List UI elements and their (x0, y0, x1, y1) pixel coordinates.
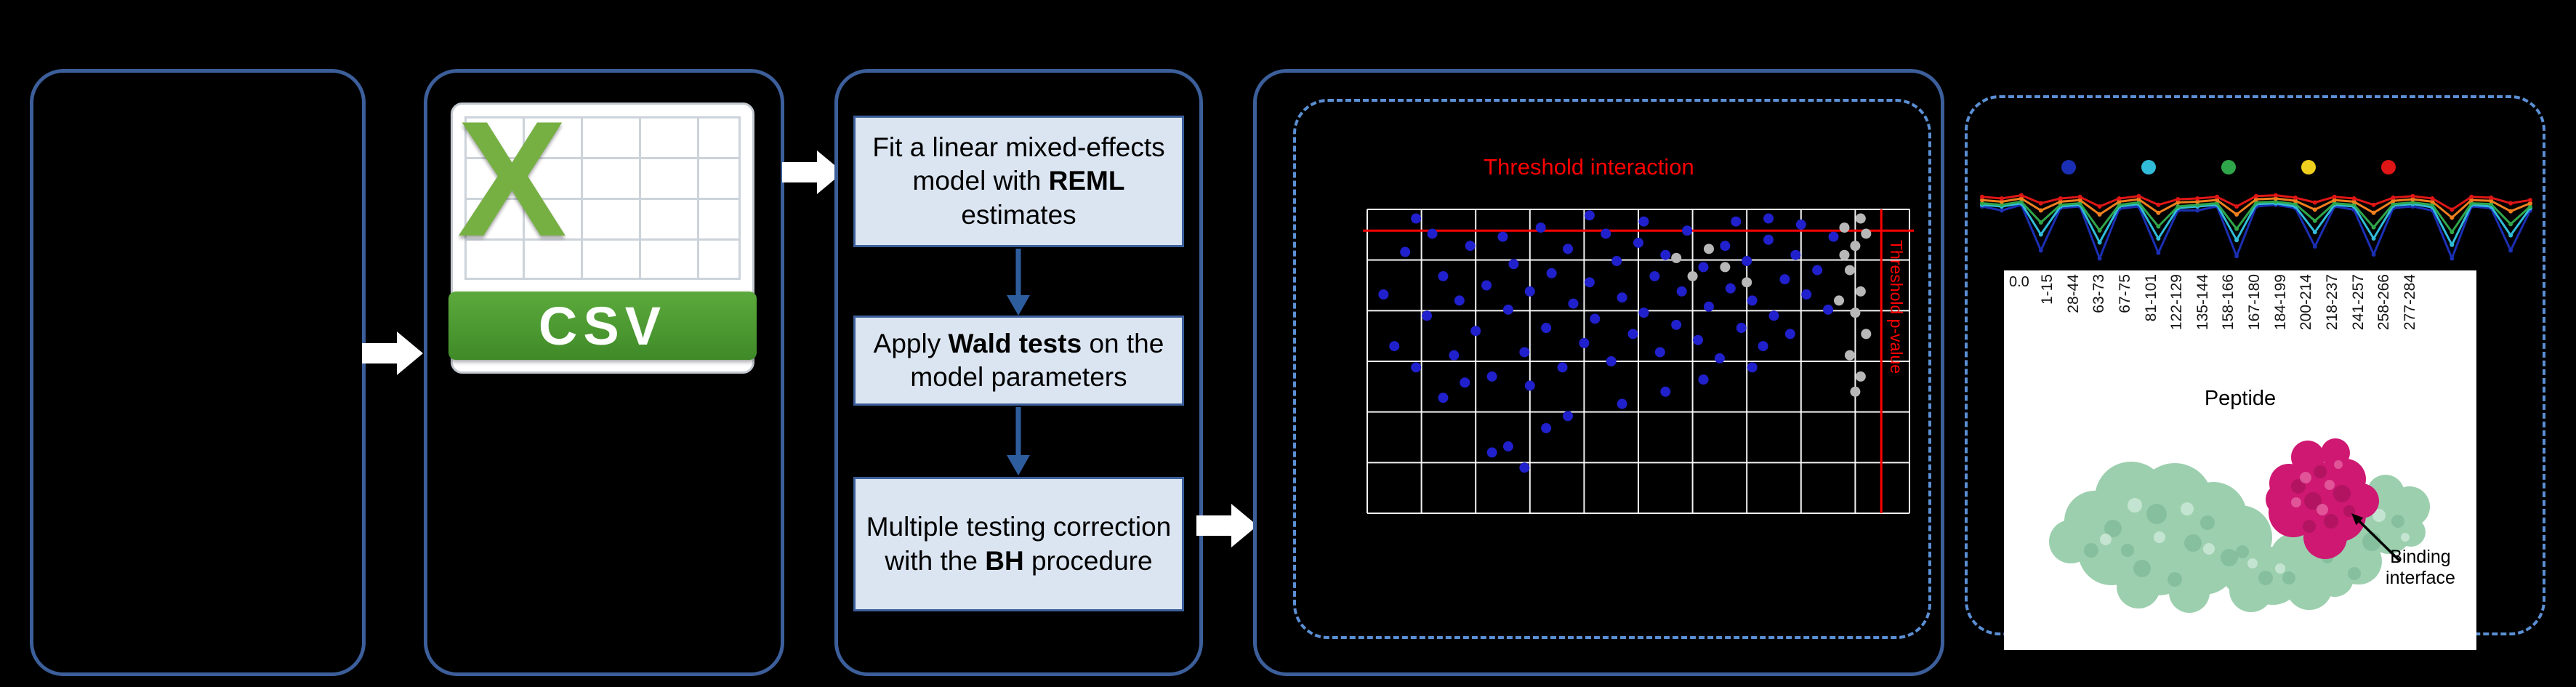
panel-input (30, 69, 366, 676)
threshold-interaction-label: Threshold interaction (1484, 154, 1694, 180)
peptide-tick-label: 241-257 (2349, 274, 2367, 331)
protein-structure-graphic (2049, 438, 2430, 613)
step-wald-tests-text: Apply Wald tests on the model parameters (873, 328, 1164, 392)
threshold-pvalue-label: Threshold p-value (1887, 240, 1906, 374)
x-axis-title: Peptide (2204, 387, 2277, 410)
peptide-tick-label: 277-284 (2401, 274, 2418, 331)
state-dot (2381, 160, 2396, 174)
down-arrow-icon (1007, 249, 1030, 316)
peptide-tick-label: 184-199 (2271, 274, 2289, 331)
state-dot (2221, 160, 2236, 174)
peptide-tick-label: 158-166 (2220, 274, 2237, 331)
step-fit-model: Fit a linear mixed-effects model with RE… (853, 116, 1184, 247)
csv-banner-label: CSV (538, 295, 667, 356)
flow-arrow-icon (362, 332, 423, 375)
panel-candidate-selection: Threshold interaction Threshold p-value (1253, 69, 1944, 676)
panel-csv-file: X CSV (424, 69, 784, 676)
flow-arrow-icon (782, 150, 843, 194)
binding-interface-label: Binding interface (2386, 547, 2455, 588)
spreadsheet-grid (464, 116, 741, 280)
scatter-points-non-significant (1671, 213, 1872, 397)
binding-interface-pink-highlights (2291, 460, 2343, 515)
state-legend-dots (1968, 98, 2543, 632)
peptide-tick-label: 1-15 (2039, 274, 2056, 305)
panel-biological-results: 0.0 1-15 28-44 63-73 67-75 81-101 122-129 135-… (1965, 95, 2545, 650)
down-arrow-icon (1007, 407, 1030, 475)
y-axis-tick: 0.0 (2009, 274, 2029, 290)
uptake-series-state-red (1980, 193, 2532, 212)
plot-grid (1367, 209, 1910, 514)
peptide-tick-label: 200-214 (2298, 274, 2315, 331)
peptide-axis-labels: 1-15 28-44 63-73 67-75 81-101 122-129 135-144 1… (2039, 274, 2418, 385)
peptide-tick-label: 122-129 (2168, 274, 2186, 331)
peptide-tick-label: 218-237 (2324, 274, 2341, 331)
csv-banner: CSV (448, 292, 757, 360)
threshold-lines (1363, 209, 1914, 513)
results-card: 0.0 1-15 28-44 63-73 67-75 81-101 122-129 135-… (2004, 270, 2476, 650)
peptide-tick-label: 28-44 (2064, 274, 2082, 313)
step-wald-tests: Apply Wald tests on the model parameters (853, 316, 1184, 406)
peptide-tick-label: 81-101 (2142, 274, 2160, 322)
step-multiple-testing-text: Multiple testing correction with the BH … (866, 512, 1172, 576)
uptake-line-chart (1980, 193, 2532, 261)
spreadsheet-sheet: X CSV (448, 87, 757, 374)
state-dot (2301, 160, 2316, 174)
uptake-series-state-blue (1980, 202, 2532, 261)
step-multiple-testing: Multiple testing correction with the BH … (853, 477, 1184, 611)
candidate-selection-dashed-frame (1293, 99, 1931, 639)
peptide-tick-label: 63-73 (2090, 274, 2108, 313)
state-dot (2061, 160, 2076, 174)
csv-file-icon: X CSV (448, 87, 757, 374)
peptide-tick-label: 67-75 (2116, 274, 2133, 313)
uptake-series-state-orange (1980, 196, 2532, 220)
peptide-tick-label: 135-144 (2194, 274, 2211, 331)
state-dot (2141, 160, 2156, 174)
volcano-plot: Threshold p-value (1363, 209, 1914, 514)
peptide-tick-label: 258-266 (2375, 274, 2393, 331)
volcano-plot-canvas (1363, 209, 1914, 514)
panel-statistical-pipeline: Fit a linear mixed-effects model with RE… (834, 69, 1203, 676)
protein-surface-shading (2084, 504, 2404, 587)
peptide-tick-label: 167-180 (2246, 274, 2263, 331)
excel-x-glyph: X (457, 87, 567, 270)
protein-surface-highlights (2100, 498, 2410, 574)
scatter-points-candidate-interactions (1378, 210, 1839, 473)
binding-interface-pink-shading (2291, 465, 2355, 533)
step-fit-model-text: Fit a linear mixed-effects model with RE… (872, 132, 1165, 230)
flow-arrow-icon (1196, 504, 1257, 547)
